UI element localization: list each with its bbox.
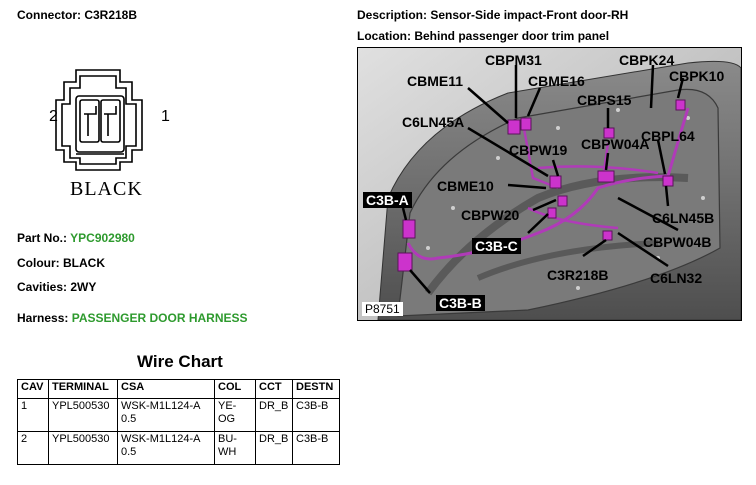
door-panel-drawing <box>358 48 741 320</box>
callout-c6ln45b: C6LN45B <box>652 210 715 226</box>
pin-left-label: 2 <box>49 108 58 125</box>
cell-cct: DR_B <box>255 398 293 432</box>
cell-terminal: YPL500530 <box>48 431 118 465</box>
column-header-csa: CSA <box>117 379 215 399</box>
cell-col: YE-OG <box>214 398 256 432</box>
wire-chart: CAV TERMINAL CSA COL CCT DESTN 1 YPL5005… <box>17 379 340 465</box>
location-label: Location: Behind passenger door trim pan… <box>357 29 610 43</box>
column-header-cav: CAV <box>17 379 49 399</box>
cell-cav: 1 <box>17 398 49 432</box>
description-label: Description: Sensor-Side impact-Front do… <box>357 8 629 22</box>
cell-col: BU-WH <box>214 431 256 465</box>
part-number-label: Part No.: <box>17 231 68 245</box>
door-location-illustration: CBPM31 CBPK24 CBME11 CBME16 CBPK10 CBPS1… <box>357 47 742 321</box>
callout-c3r218b: C3R218B <box>547 267 609 283</box>
part-number: Part No.: YPC902980 <box>17 231 135 245</box>
part-number-value: YPC902980 <box>70 231 135 245</box>
wire-chart-header-row: CAV TERMINAL CSA COL CCT DESTN <box>17 379 340 399</box>
column-header-col: COL <box>214 379 256 399</box>
pin-right-label: 1 <box>161 108 170 125</box>
callout-cbpw04b: CBPW04B <box>643 234 712 250</box>
callout-cbpl64: CBPL64 <box>641 128 695 144</box>
table-row: 2 YPL500530 WSK-M1L124-A 0.5 BU-WH DR_B … <box>17 431 340 465</box>
callout-cbps15: CBPS15 <box>577 92 632 108</box>
column-header-cct: CCT <box>255 379 293 399</box>
callout-cbpw19: CBPW19 <box>509 142 568 158</box>
callout-cbme16: CBME16 <box>528 73 585 89</box>
wire-chart-table: CAV TERMINAL CSA COL CCT DESTN 1 YPL5005… <box>17 379 340 465</box>
callout-cbpw20: CBPW20 <box>461 207 520 223</box>
cell-destn: C3B-B <box>292 431 340 465</box>
callout-cbpm31: CBPM31 <box>485 52 542 68</box>
column-header-destn: DESTN <box>292 379 340 399</box>
table-row: 1 YPL500530 WSK-M1L124-A 0.5 YE-OG DR_B … <box>17 398 340 432</box>
cell-cav: 2 <box>17 431 49 465</box>
connector-color-name: BLACK <box>70 178 143 200</box>
callout-cbpw04a: CBPW04A <box>581 136 650 152</box>
cell-cct: DR_B <box>255 431 293 465</box>
harness-value: PASSENGER DOOR HARNESS <box>71 311 248 325</box>
callout-cbpk24: CBPK24 <box>619 52 675 68</box>
harness: Harness: PASSENGER DOOR HARNESS <box>17 311 248 325</box>
callout-cbme11: CBME11 <box>407 73 464 89</box>
connector-diagram <box>46 62 166 202</box>
cavities-label: Cavities: 2WY <box>17 280 97 294</box>
column-header-terminal: TERMINAL <box>48 379 118 399</box>
callout-c3b-c: C3B-C <box>472 238 521 254</box>
callout-c6ln45a: C6LN45A <box>402 114 465 130</box>
cell-destn: C3B-B <box>292 398 340 432</box>
cell-terminal: YPL500530 <box>48 398 118 432</box>
callout-cbme10: CBME10 <box>437 178 494 194</box>
harness-label: Harness: <box>17 311 69 325</box>
wire-chart-title: Wire Chart <box>137 352 223 371</box>
connector-face-drawing <box>55 69 143 171</box>
callout-c6ln32: C6LN32 <box>650 270 703 286</box>
cell-csa: WSK-M1L124-A 0.5 <box>117 431 215 465</box>
figure-reference: P8751 <box>362 302 403 316</box>
colour-label: Colour: BLACK <box>17 256 105 270</box>
cell-csa: WSK-M1L124-A 0.5 <box>117 398 215 432</box>
connector-label: Connector: C3R218B <box>17 8 138 22</box>
callout-c3b-a: C3B-A <box>363 192 412 208</box>
callout-cbpk10: CBPK10 <box>669 68 725 84</box>
callout-c3b-b: C3B-B <box>436 295 485 311</box>
